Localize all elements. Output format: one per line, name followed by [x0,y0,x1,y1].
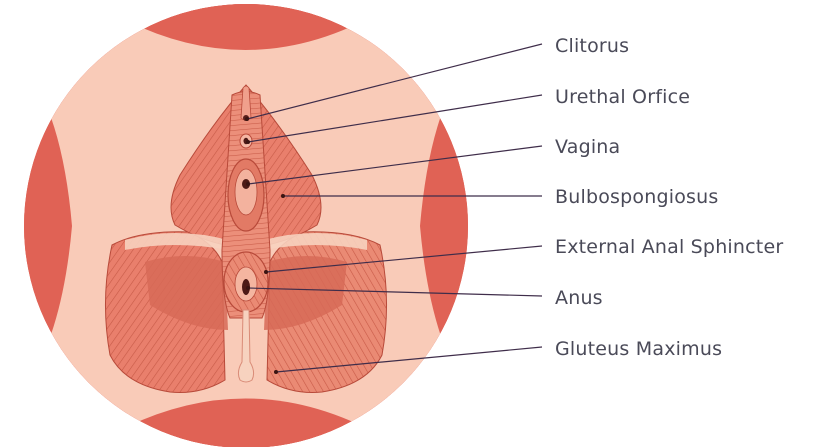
label-clitorus: Clitorus [555,35,629,57]
label-urethal-orfice: Urethal Orfice [555,86,690,108]
label-external-anal-sphincter: External Anal Sphincter [555,236,783,258]
label-anus: Anus [555,287,603,309]
clitoris-structure [241,86,251,121]
label-vagina: Vagina [555,136,620,158]
vagina-structure [228,159,264,231]
anal-sphincter-structure [224,252,268,312]
label-gluteus-maximus: Gluteus Maximus [555,338,722,360]
urethral-orifice [240,134,252,148]
label-bulbospongiosus: Bulbospongiosus [555,186,718,208]
